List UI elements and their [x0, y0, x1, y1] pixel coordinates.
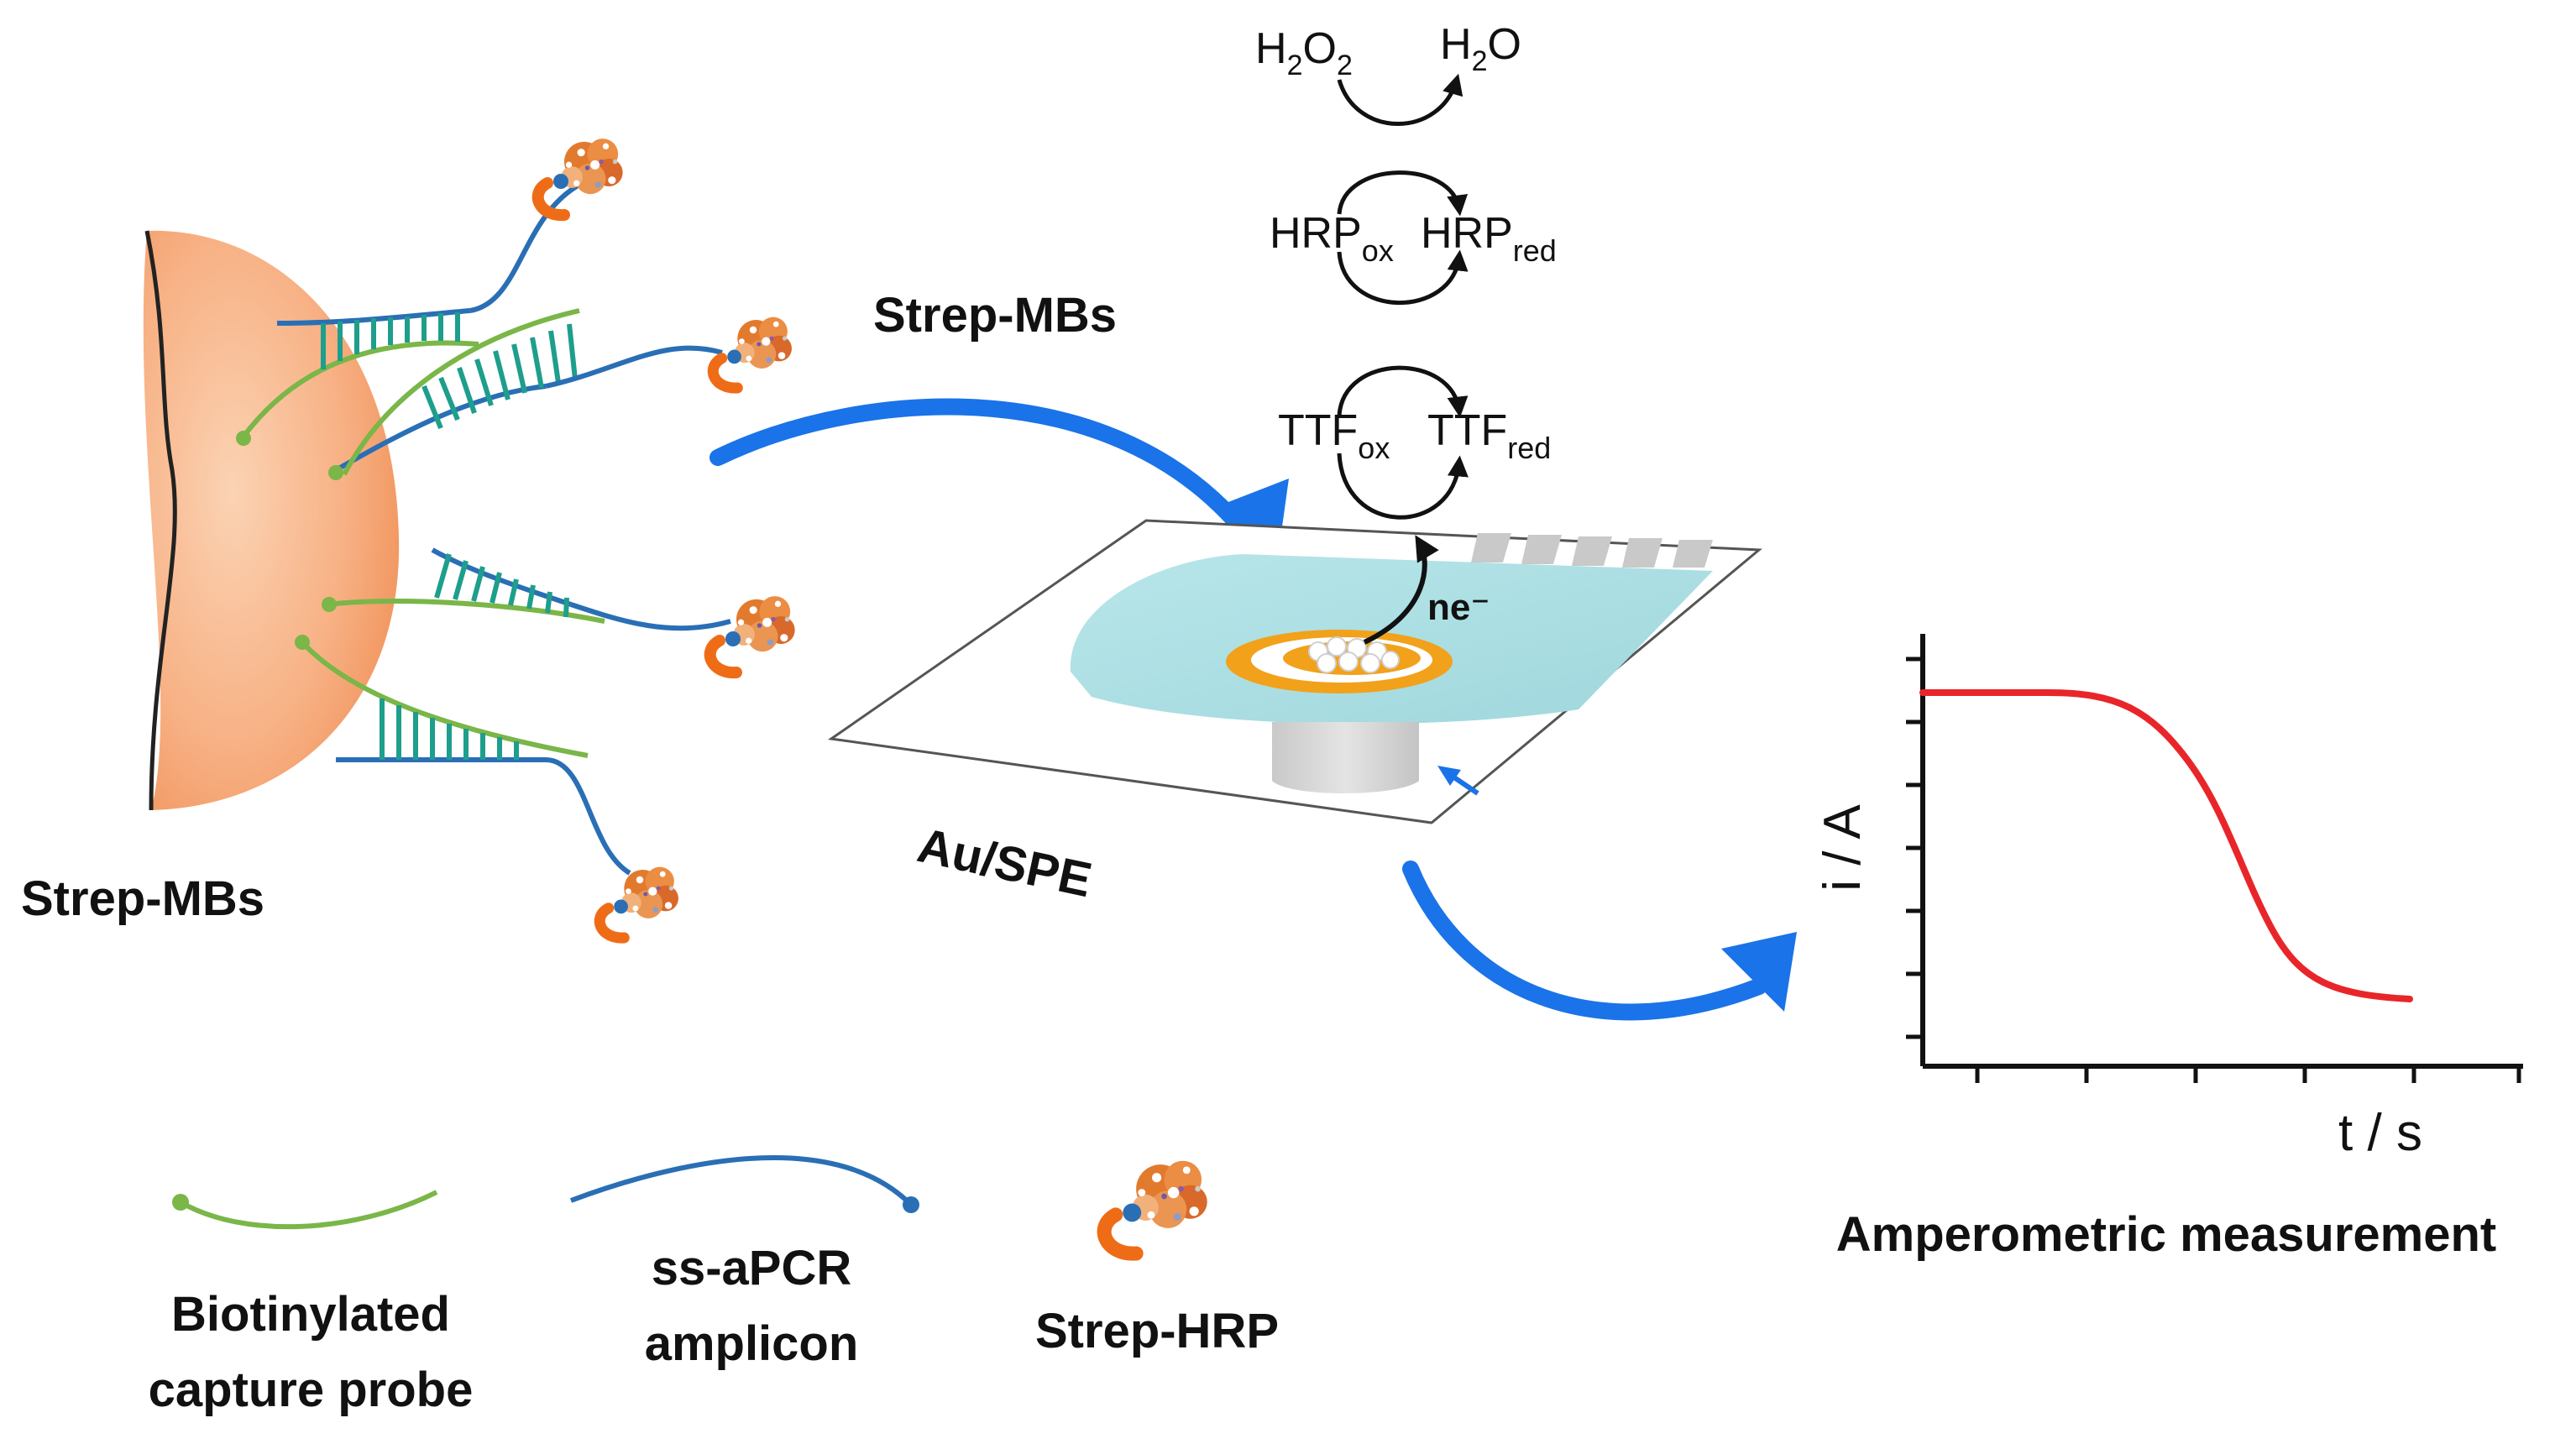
bead-label: Strep-MBs: [21, 871, 264, 926]
probe-duplex-2: [328, 308, 792, 480]
arrow-label: Strep-MBs: [873, 288, 1117, 343]
electron-label: ne⁻: [1427, 587, 1490, 628]
strep-hrp-conjugate-3: [710, 596, 795, 672]
hrp-red-label: HRPred: [1421, 209, 1557, 268]
electrode-assembly: Au/SPE: [827, 519, 1762, 908]
legend-amplicon: ss-aPCR amplicon: [569, 1155, 919, 1371]
strep-hrp-conjugate-2: [713, 317, 792, 388]
x-ticks: [1975, 1066, 2521, 1083]
probe-duplex-3: [322, 547, 795, 672]
probe-duplex-4: [295, 635, 678, 938]
y-ticks: [1906, 657, 1923, 1039]
working-electrode: [1226, 630, 1453, 693]
redox-labels: H2O2 H2O HRPox HRPred TTFox TTFred: [1255, 20, 1557, 465]
electrode-label: Au/SPE: [913, 818, 1096, 908]
legend-probe-label-1: Biotinylated: [171, 1287, 450, 1342]
legend: Biotinylated capture probe ss-aPCR ampli…: [149, 1158, 1279, 1417]
amperogram: i / A t / s Amperometric measurement: [1814, 634, 2523, 1262]
legend-amplicon-label-1: ss-aPCR: [652, 1241, 852, 1295]
x-axis-label: t / s: [2338, 1104, 2422, 1162]
legend-amplicon-label-2: amplicon: [645, 1316, 859, 1371]
legend-amplicon-line: [569, 1155, 914, 1207]
current-curve: [1919, 689, 2413, 1002]
strep-hrp-conjugate-1: [538, 139, 623, 215]
legend-probe-line: [179, 1190, 438, 1230]
magnetic-bead-assembly: Strep-MBs: [21, 139, 795, 938]
electron-transfer: ne⁻: [1363, 535, 1490, 645]
probe-duplex-1: [236, 139, 623, 446]
bead-edge: [144, 230, 177, 811]
legend-strep-hrp: Strep-HRP: [1035, 1161, 1279, 1358]
legend-probe-label-2: capture probe: [149, 1363, 474, 1417]
hrp-ox-label: HRPox: [1270, 209, 1394, 268]
h2o-label: H2O: [1440, 20, 1521, 77]
ttf-red-label: TTFred: [1427, 406, 1551, 465]
magnetic-bead: [143, 230, 400, 810]
legend-hrp-label: Strep-HRP: [1035, 1304, 1279, 1358]
amperometric-label: Amperometric measurement: [1836, 1207, 2497, 1262]
legend-hrp-icon: [1104, 1161, 1207, 1253]
measurement-arrow: [1402, 861, 1797, 1021]
h2o2-label: H2O2: [1255, 24, 1353, 81]
y-axis-label: i / A: [1814, 804, 1872, 892]
contact-stripes: [1471, 533, 1713, 568]
legend-capture-probe: Biotinylated capture probe: [149, 1190, 474, 1417]
ttf-ox-label: TTFox: [1278, 406, 1390, 465]
magnet-cylinder: [1272, 722, 1419, 793]
strep-hrp-conjugate-4: [599, 867, 678, 938]
redox-cycle: [1337, 73, 1469, 520]
